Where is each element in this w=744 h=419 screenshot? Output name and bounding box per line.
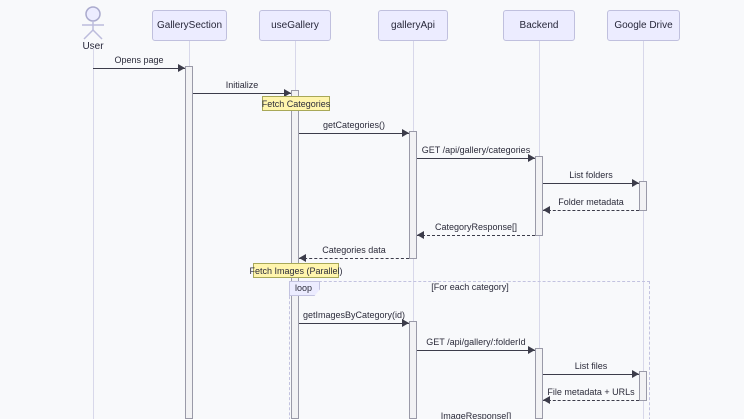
- arrowhead-icon: [402, 129, 409, 137]
- message-label: File metadata + URLs: [547, 387, 635, 397]
- arrowhead-icon: [632, 179, 639, 187]
- loop-condition: [For each category]: [431, 282, 509, 292]
- message-label: getCategories(): [322, 120, 386, 130]
- loop-label: loop: [289, 281, 321, 296]
- activation-bar: [639, 371, 647, 401]
- participant-box: GallerySection: [152, 10, 227, 41]
- participant-box: galleryApi: [378, 10, 448, 41]
- arrowhead-icon: [528, 346, 535, 354]
- message-label: Folder metadata: [558, 197, 624, 207]
- message-line: [417, 350, 535, 351]
- message-label: GET /api/gallery/categories: [421, 145, 531, 155]
- arrowhead-icon: [528, 154, 535, 162]
- arrowhead-icon: [178, 64, 185, 72]
- actor-user: User: [63, 6, 123, 52]
- message-line: [299, 133, 409, 134]
- lifeline-user: [93, 48, 94, 419]
- participant-box: useGallery: [259, 10, 331, 41]
- arrowhead-icon: [543, 206, 550, 214]
- activation-bar: [291, 90, 299, 419]
- message-line: [543, 374, 639, 375]
- message-line: [543, 183, 639, 184]
- participant-box: Backend: [503, 10, 575, 41]
- activation-bar: [409, 321, 417, 419]
- message-label: List files: [574, 361, 608, 371]
- message-line: [543, 400, 639, 401]
- message-line: [299, 258, 409, 259]
- activation-bar: [535, 348, 543, 419]
- message-label: Categories data: [322, 245, 386, 255]
- message-label: List folders: [569, 170, 613, 180]
- message-label: getImagesByCategory(id): [302, 310, 406, 320]
- note: Fetch Images (Parallel): [249, 263, 343, 278]
- activation-bar: [639, 181, 647, 211]
- note: Fetch Categories: [262, 96, 330, 111]
- message-label: Initialize: [225, 80, 259, 90]
- message-line: [417, 158, 535, 159]
- loop-frame: [289, 281, 650, 419]
- arrowhead-icon: [417, 231, 424, 239]
- person-icon: [82, 6, 104, 40]
- message-label: ImageResponse[]: [440, 411, 512, 419]
- message-label: GET /api/gallery/:folderId: [426, 337, 526, 347]
- activation-bar: [185, 66, 193, 419]
- actor-label: User: [82, 41, 104, 52]
- message-label: Opens page: [114, 55, 164, 65]
- arrowhead-icon: [299, 254, 306, 262]
- arrowhead-icon: [402, 319, 409, 327]
- arrowhead-icon: [284, 89, 291, 97]
- message-line: [299, 323, 409, 324]
- activation-bar: [535, 156, 543, 236]
- message-line: [93, 68, 185, 69]
- lifeline-4: [643, 41, 644, 419]
- message-line: [543, 210, 639, 211]
- message-label: CategoryResponse[]: [434, 222, 518, 232]
- message-line: [417, 235, 535, 236]
- participant-box: Google Drive: [607, 10, 680, 41]
- arrowhead-icon: [543, 396, 550, 404]
- message-line: [193, 93, 291, 94]
- arrowhead-icon: [632, 370, 639, 378]
- activation-bar: [409, 131, 417, 259]
